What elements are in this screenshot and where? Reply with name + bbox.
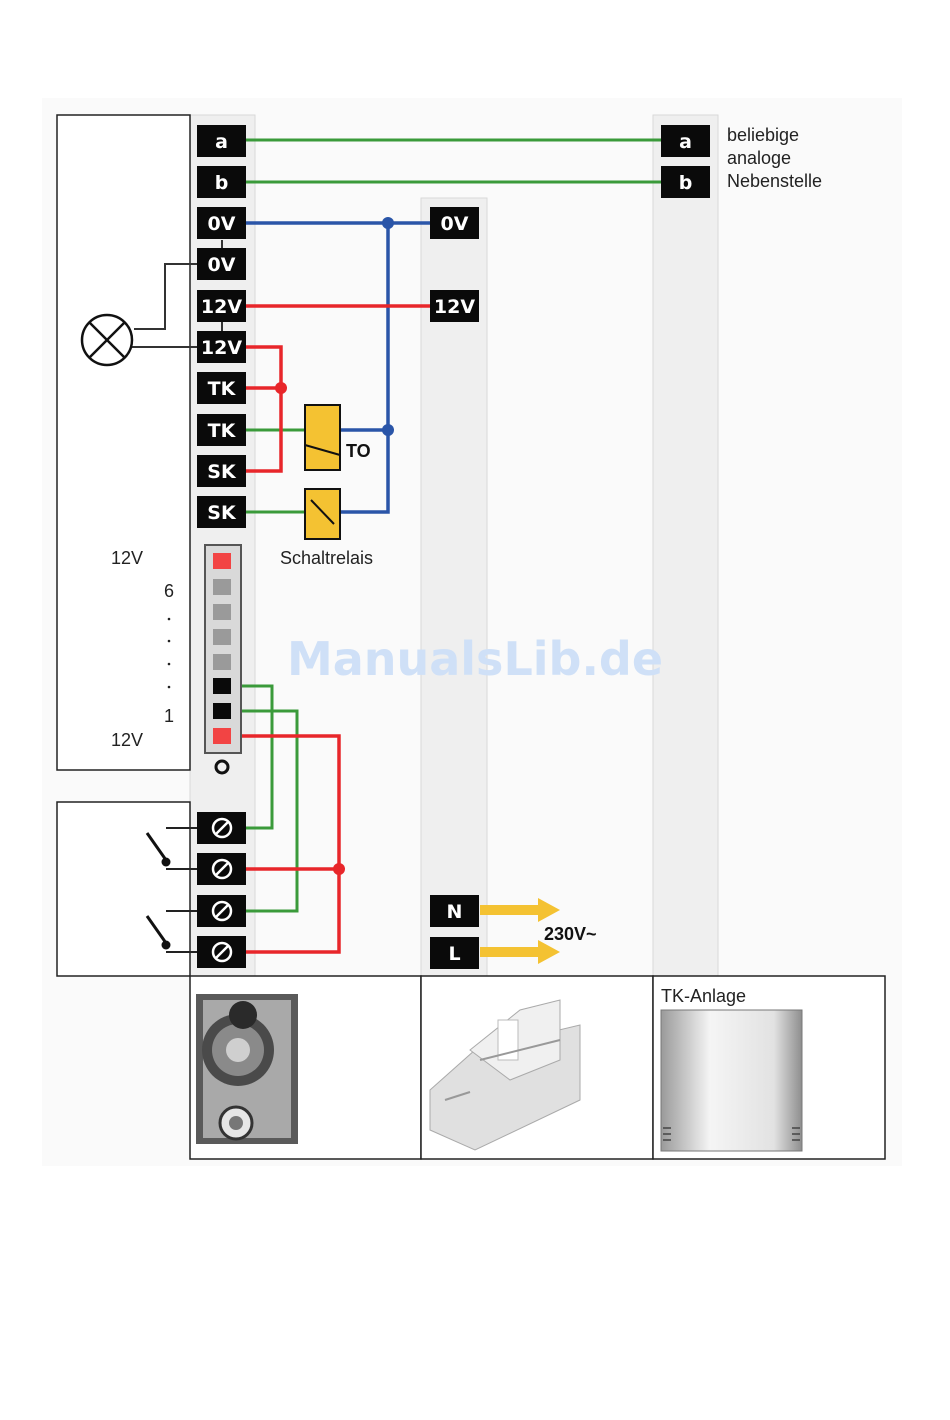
terminal-block: a [661, 125, 710, 157]
voltage-bottom-label: 12V [111, 730, 143, 750]
terminal-label: TK [208, 378, 237, 400]
screw-terminal-icon [197, 936, 246, 968]
terminal-label: 12V [201, 296, 242, 318]
screw-terminal-icon [197, 895, 246, 927]
terminal-block: 0V [430, 207, 479, 239]
relay-coil-icon [305, 489, 340, 539]
extension-label-line2: analoge [727, 148, 791, 168]
terminal-label: 12V [201, 337, 242, 359]
terminal-block: b [197, 166, 246, 198]
terminal-label: 12V [434, 296, 475, 318]
extension-label-line1: beliebige [727, 125, 799, 145]
terminal-block: SK [197, 455, 246, 487]
terminal-block: 0V [197, 248, 246, 280]
lamp-icon [82, 315, 132, 365]
junction-dot-blue-top [382, 217, 394, 229]
terminal-label: N [447, 901, 463, 923]
relay-coil-icon [305, 405, 340, 470]
to-label: TO [346, 441, 371, 461]
terminal-label: 0V [208, 254, 236, 276]
terminal-block: a [197, 125, 246, 157]
watermark: ManualsLib.de [287, 632, 663, 686]
terminal-label: 0V [208, 213, 236, 235]
terminal-label: SK [207, 502, 237, 524]
screw-terminal-icon [197, 853, 246, 885]
terminal-label: b [215, 172, 229, 194]
terminal-block: b [661, 166, 710, 198]
terminal-label: TK [208, 420, 237, 442]
junction-dot-red-bottom [333, 863, 345, 875]
terminal-label: 0V [441, 213, 469, 235]
terminal-block: TK [197, 372, 246, 404]
terminal-block: SK [197, 496, 246, 528]
terminal-block: N [430, 895, 479, 927]
terminal-block: L [430, 937, 479, 969]
device-box [57, 115, 190, 770]
ac-voltage-label: 230V~ [544, 924, 597, 944]
terminal-label: L [448, 943, 460, 965]
led-strip [205, 545, 241, 753]
count-top-label: 6 [164, 581, 174, 601]
terminal-label: a [679, 131, 692, 153]
terminal-block: TK [197, 414, 246, 446]
doorstation-picture [196, 994, 298, 1144]
terminal-label: b [679, 172, 693, 194]
tk-module-rail [653, 115, 718, 977]
tk-anlage-picture [661, 1010, 802, 1151]
tk-anlage-label: TK-Anlage [661, 986, 746, 1006]
terminal-block: 0V [197, 207, 246, 239]
screw-terminal-icon [197, 812, 246, 844]
terminal-block: 12V [197, 331, 246, 363]
junction-dot-blue-mid [382, 424, 394, 436]
extension-label-line3: Nebenstelle [727, 171, 822, 191]
terminal-label: SK [207, 461, 237, 483]
terminal-block: 12V [430, 290, 479, 322]
relay-label: Schaltrelais [280, 548, 373, 568]
voltage-top-label: 12V [111, 548, 143, 568]
junction-dot-red-top [275, 382, 287, 394]
count-bottom-label: 1 [164, 706, 174, 726]
terminal-block: 12V [197, 290, 246, 322]
terminal-label: a [215, 131, 228, 153]
